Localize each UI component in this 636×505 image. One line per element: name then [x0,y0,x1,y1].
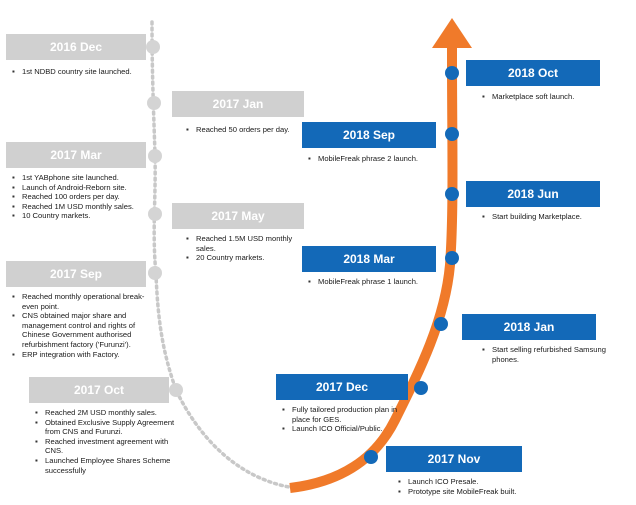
list-item: Reached 1M USD monthly sales. [12,202,152,212]
list-item: 1st YABphone site launched. [12,173,152,183]
milestone-tag-2017-dec: 2017 Dec [276,374,408,400]
milestone-notes-2017-sep: Reached monthly operational break-even p… [12,292,150,359]
milestone-tag-2017-nov: 2017 Nov [386,446,522,472]
milestone-date: 2017 Dec [315,380,369,394]
list-item: Fully tailored production plan in place … [282,405,412,424]
milestone-date: 2017 May [211,209,265,223]
milestone-notes-2017-jan: Reached 50 orders per day. [186,125,311,135]
list-item: 1st NDBD country site launched. [12,67,152,77]
milestone-tag-2018-jan: 2018 Jan [462,314,596,340]
milestone-date: 2017 Sep [49,267,103,281]
milestone-notes-2018-mar: MobileFreak phrase 1 launch. [308,277,443,287]
list-item: CNS obtained major share and management … [12,311,150,349]
milestone-notes-2016-dec: 1st NDBD country site launched. [12,67,152,77]
milestone-notes-2018-jan: Start selling refurbished Samsung phones… [482,345,607,364]
milestone-tag-2017-mar: 2017 Mar [6,142,146,168]
milestone-date: 2017 Oct [73,383,125,397]
node-2016-dec [146,40,160,54]
list-item: Start building Marketplace. [482,212,612,222]
list-item: MobileFreak phrase 1 launch. [308,277,443,287]
milestone-date: 2018 Oct [507,66,559,80]
list-item: ERP integration with Factory. [12,350,150,360]
list-item: Start selling refurbished Samsung phones… [482,345,607,364]
node-2018-oct [445,66,459,80]
list-item: Reached investment agreement with CNS. [35,437,175,456]
node-2017-oct [169,383,183,397]
list-item: 20 Country markets. [186,253,304,263]
milestone-date: 2018 Mar [343,252,395,266]
list-item: Reached 50 orders per day. [186,125,311,135]
milestone-date: 2017 Nov [427,452,481,466]
milestone-date: 2016 Dec [49,40,103,54]
list-item: Launched Employee Shares Scheme successf… [35,456,175,475]
list-item: Reached 2M USD monthly sales. [35,408,175,418]
milestone-tag-2018-mar: 2018 Mar [302,246,436,272]
milestone-tag-2018-oct: 2018 Oct [466,60,600,86]
node-2018-jun [445,187,459,201]
node-2018-sep [445,127,459,141]
list-item: Obtained Exclusive Supply Agreement from… [35,418,175,437]
node-2017-jan [147,96,161,110]
list-item: Marketplace soft launch. [482,92,612,102]
milestone-tag-2017-jan: 2017 Jan [172,91,304,117]
arrow-head [432,18,472,48]
milestone-notes-2017-may: Reached 1.5M USD monthly sales. 20 Count… [186,234,304,263]
milestone-tag-2018-sep: 2018 Sep [302,122,436,148]
milestone-tag-2017-sep: 2017 Sep [6,261,146,287]
list-item: Reached 100 orders per day. [12,192,152,202]
milestone-notes-2018-jun: Start building Marketplace. [482,212,612,222]
milestone-date: 2018 Sep [342,128,396,142]
list-item: MobileFreak phrase 2 launch. [308,154,443,164]
list-item: Launch ICO Presale. [398,477,548,487]
node-2017-mar [148,149,162,163]
list-item: Launch of Android-Reborn site. [12,183,152,193]
list-item: 10 Country markets. [12,211,152,221]
milestone-tag-2017-oct: 2017 Oct [29,377,169,403]
node-2017-dec [414,381,428,395]
milestone-date: 2018 Jun [507,187,559,201]
list-item: Reached 1.5M USD monthly sales. [186,234,304,253]
node-2017-sep [148,266,162,280]
node-2018-mar [445,251,459,265]
milestone-notes-2017-dec: Fully tailored production plan in place … [282,405,412,434]
list-item: Prototype site MobileFreak built. [398,487,548,497]
milestone-date: 2017 Jan [212,97,264,111]
node-2018-jan [434,317,448,331]
milestone-date: 2018 Jan [503,320,555,334]
milestone-notes-2017-mar: 1st YABphone site launched. Launch of An… [12,173,152,221]
list-item: Launch ICO Official/Public. [282,424,412,434]
milestone-tag-2018-jun: 2018 Jun [466,181,600,207]
milestone-tag-2017-may: 2017 May [172,203,304,229]
milestone-notes-2018-sep: MobileFreak phrase 2 launch. [308,154,443,164]
milestone-date: 2017 Mar [50,148,102,162]
milestone-notes-2017-nov: Launch ICO Presale. Prototype site Mobil… [398,477,548,496]
milestone-notes-2017-oct: Reached 2M USD monthly sales. Obtained E… [35,408,175,475]
milestone-tag-2016-dec: 2016 Dec [6,34,146,60]
node-2017-nov [364,450,378,464]
milestone-notes-2018-oct: Marketplace soft launch. [482,92,612,102]
list-item: Reached monthly operational break-even p… [12,292,150,311]
